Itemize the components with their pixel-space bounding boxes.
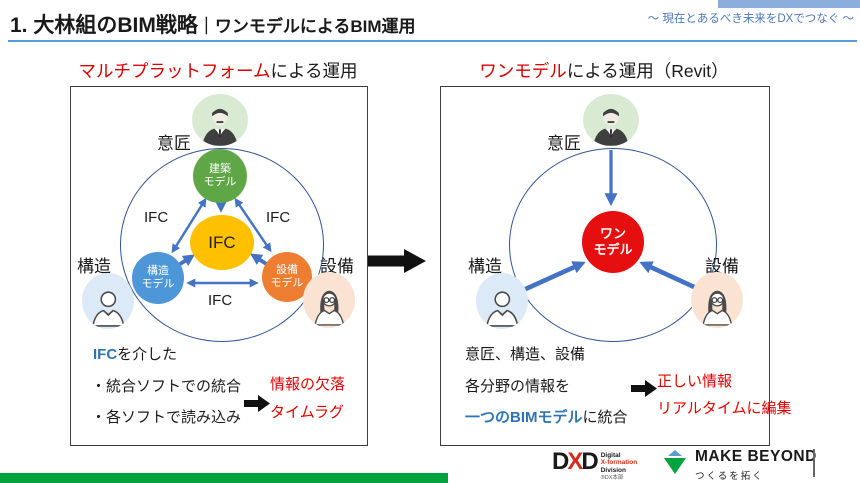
designer-man-icon — [593, 109, 629, 146]
left-bullet-2: ・各ソフトで読み込み — [91, 409, 242, 426]
designer-man-icon — [202, 109, 238, 146]
page-title: 1. 大林組のBIM戦略 ｜ワンモデルによるBIM運用 — [10, 9, 416, 39]
structure-man-icon — [485, 291, 519, 327]
one-model-line2: モデル — [593, 242, 633, 257]
structure-avatar — [82, 273, 134, 329]
ifc-hub-node: IFC — [190, 215, 254, 270]
one-model-panel: 意匠 ワン モデル 構造 設備 — [440, 86, 792, 446]
arch-model-line1: 建築 — [209, 162, 231, 175]
footer-green-bar — [0, 473, 448, 483]
right-result-2: リアルタイムに編集 — [657, 400, 792, 417]
left-role-mep: 設備 — [320, 257, 354, 276]
left-desc-rest: を介した — [117, 346, 178, 363]
footer-divider — [813, 449, 815, 477]
one-model-line1: ワン — [599, 225, 626, 241]
left-role-structure: 構造 — [77, 257, 111, 276]
arch-model-node: 建築 モデル — [193, 149, 247, 203]
right-panel-heading: ワンモデルによる運用（Revit） — [440, 58, 768, 83]
make-beyond-diamond-icon — [664, 450, 686, 474]
dxd-letter-d2: D — [581, 448, 598, 475]
dxd-letter-d1: D — [552, 448, 569, 475]
dxd-letter-x: X — [567, 448, 583, 475]
right-line-1: 意匠、構造、設備 — [465, 346, 586, 363]
one-model-node: ワン モデル — [582, 211, 644, 273]
right-consequence-arrow-icon — [631, 380, 657, 397]
multi-platform-panel: 意匠 建築 モデル IFC 構造 モデル 設備 モデル IFC IFC IFC … — [70, 86, 368, 446]
mep-woman-icon — [701, 290, 733, 326]
mep-avatar — [691, 272, 743, 328]
right-role-structure: 構造 — [468, 257, 502, 276]
make-beyond-text: MAKE BEYOND — [695, 448, 817, 465]
right-heading-rest: による運用（Revit） — [566, 61, 729, 81]
dxd-text-sub: ®DX本部 — [600, 475, 624, 482]
left-panel-heading: マルチプラットフォームによる運用 — [70, 58, 366, 83]
right-line-3: 一つのBIMモデルに統合 — [465, 406, 628, 427]
title-subtitle: ｜ワンモデルによるBIM運用 — [197, 17, 416, 36]
left-heading-highlight: マルチプラットフォーム — [78, 61, 271, 81]
right-line-3-highlight: 一つのBIMモデル — [465, 409, 583, 426]
structure-avatar — [476, 273, 528, 329]
left-heading-rest: による運用 — [270, 61, 358, 81]
right-heading-highlight: ワンモデル — [479, 61, 567, 81]
arch-model-line2: モデル — [203, 176, 237, 188]
struct-model-node: 構造 モデル — [132, 252, 184, 304]
edge-label-bottom: IFC — [208, 292, 233, 309]
left-bullet-1: ・統合ソフトでの統合 — [91, 378, 242, 395]
right-cycle-circle — [509, 148, 717, 342]
designer-avatar — [192, 94, 248, 146]
dxd-logo-text: Digital X-formation Division ®DX本部 — [601, 449, 637, 482]
slogan-text: 〜 現在とあるべき未来をDXでつなぐ 〜 — [647, 13, 854, 25]
left-result-2: タイムラグ — [270, 404, 344, 421]
mep-woman-icon — [313, 290, 345, 326]
diamond-top-triangle — [668, 450, 682, 456]
make-beyond-logo: MAKE BEYOND つくるを拓く — [695, 448, 817, 482]
mep-model-line2: モデル — [270, 277, 304, 289]
dxd-text-line2: X-formation — [600, 459, 638, 467]
make-beyond-subtext: つくるを拓く — [695, 471, 764, 482]
edge-label-right: IFC — [266, 209, 291, 226]
designer-avatar — [583, 94, 639, 146]
right-line-2: 各分野の情報を — [465, 378, 571, 395]
title-main: 1. 大林組のBIM戦略 — [10, 14, 198, 37]
left-cycle-circle — [120, 148, 324, 342]
right-role-design: 意匠 — [547, 134, 581, 153]
edge-label-left: IFC — [144, 209, 169, 226]
dxd-logo: DXD Digital X-formation Division ®DX本部 — [552, 449, 637, 482]
title-underline — [8, 40, 857, 42]
diamond-bottom-triangle — [664, 458, 686, 474]
left-consequence-arrow-icon — [244, 395, 270, 412]
dxd-text-line1: Digital — [600, 452, 621, 459]
struct-model-line1: 構造 — [147, 264, 169, 277]
left-role-design: 意匠 — [157, 134, 191, 153]
struct-model-line2: モデル — [141, 278, 175, 290]
right-line-3-rest: に統合 — [582, 409, 628, 426]
structure-man-icon — [91, 291, 125, 327]
right-role-mep: 設備 — [705, 257, 739, 276]
mep-avatar — [303, 272, 355, 328]
panel-transition-arrow-icon — [368, 249, 426, 273]
mep-model-line1: 設備 — [276, 263, 298, 276]
top-accent-bar — [718, 0, 860, 8]
right-result-1: 正しい情報 — [657, 373, 733, 390]
dxd-logo-letters: DXD — [552, 448, 599, 475]
left-desc-highlight: IFC — [93, 346, 118, 363]
left-desc: IFCを介した — [93, 343, 177, 364]
left-result-1: 情報の欠落 — [270, 376, 346, 393]
dxd-text-line3: Division — [600, 466, 626, 474]
